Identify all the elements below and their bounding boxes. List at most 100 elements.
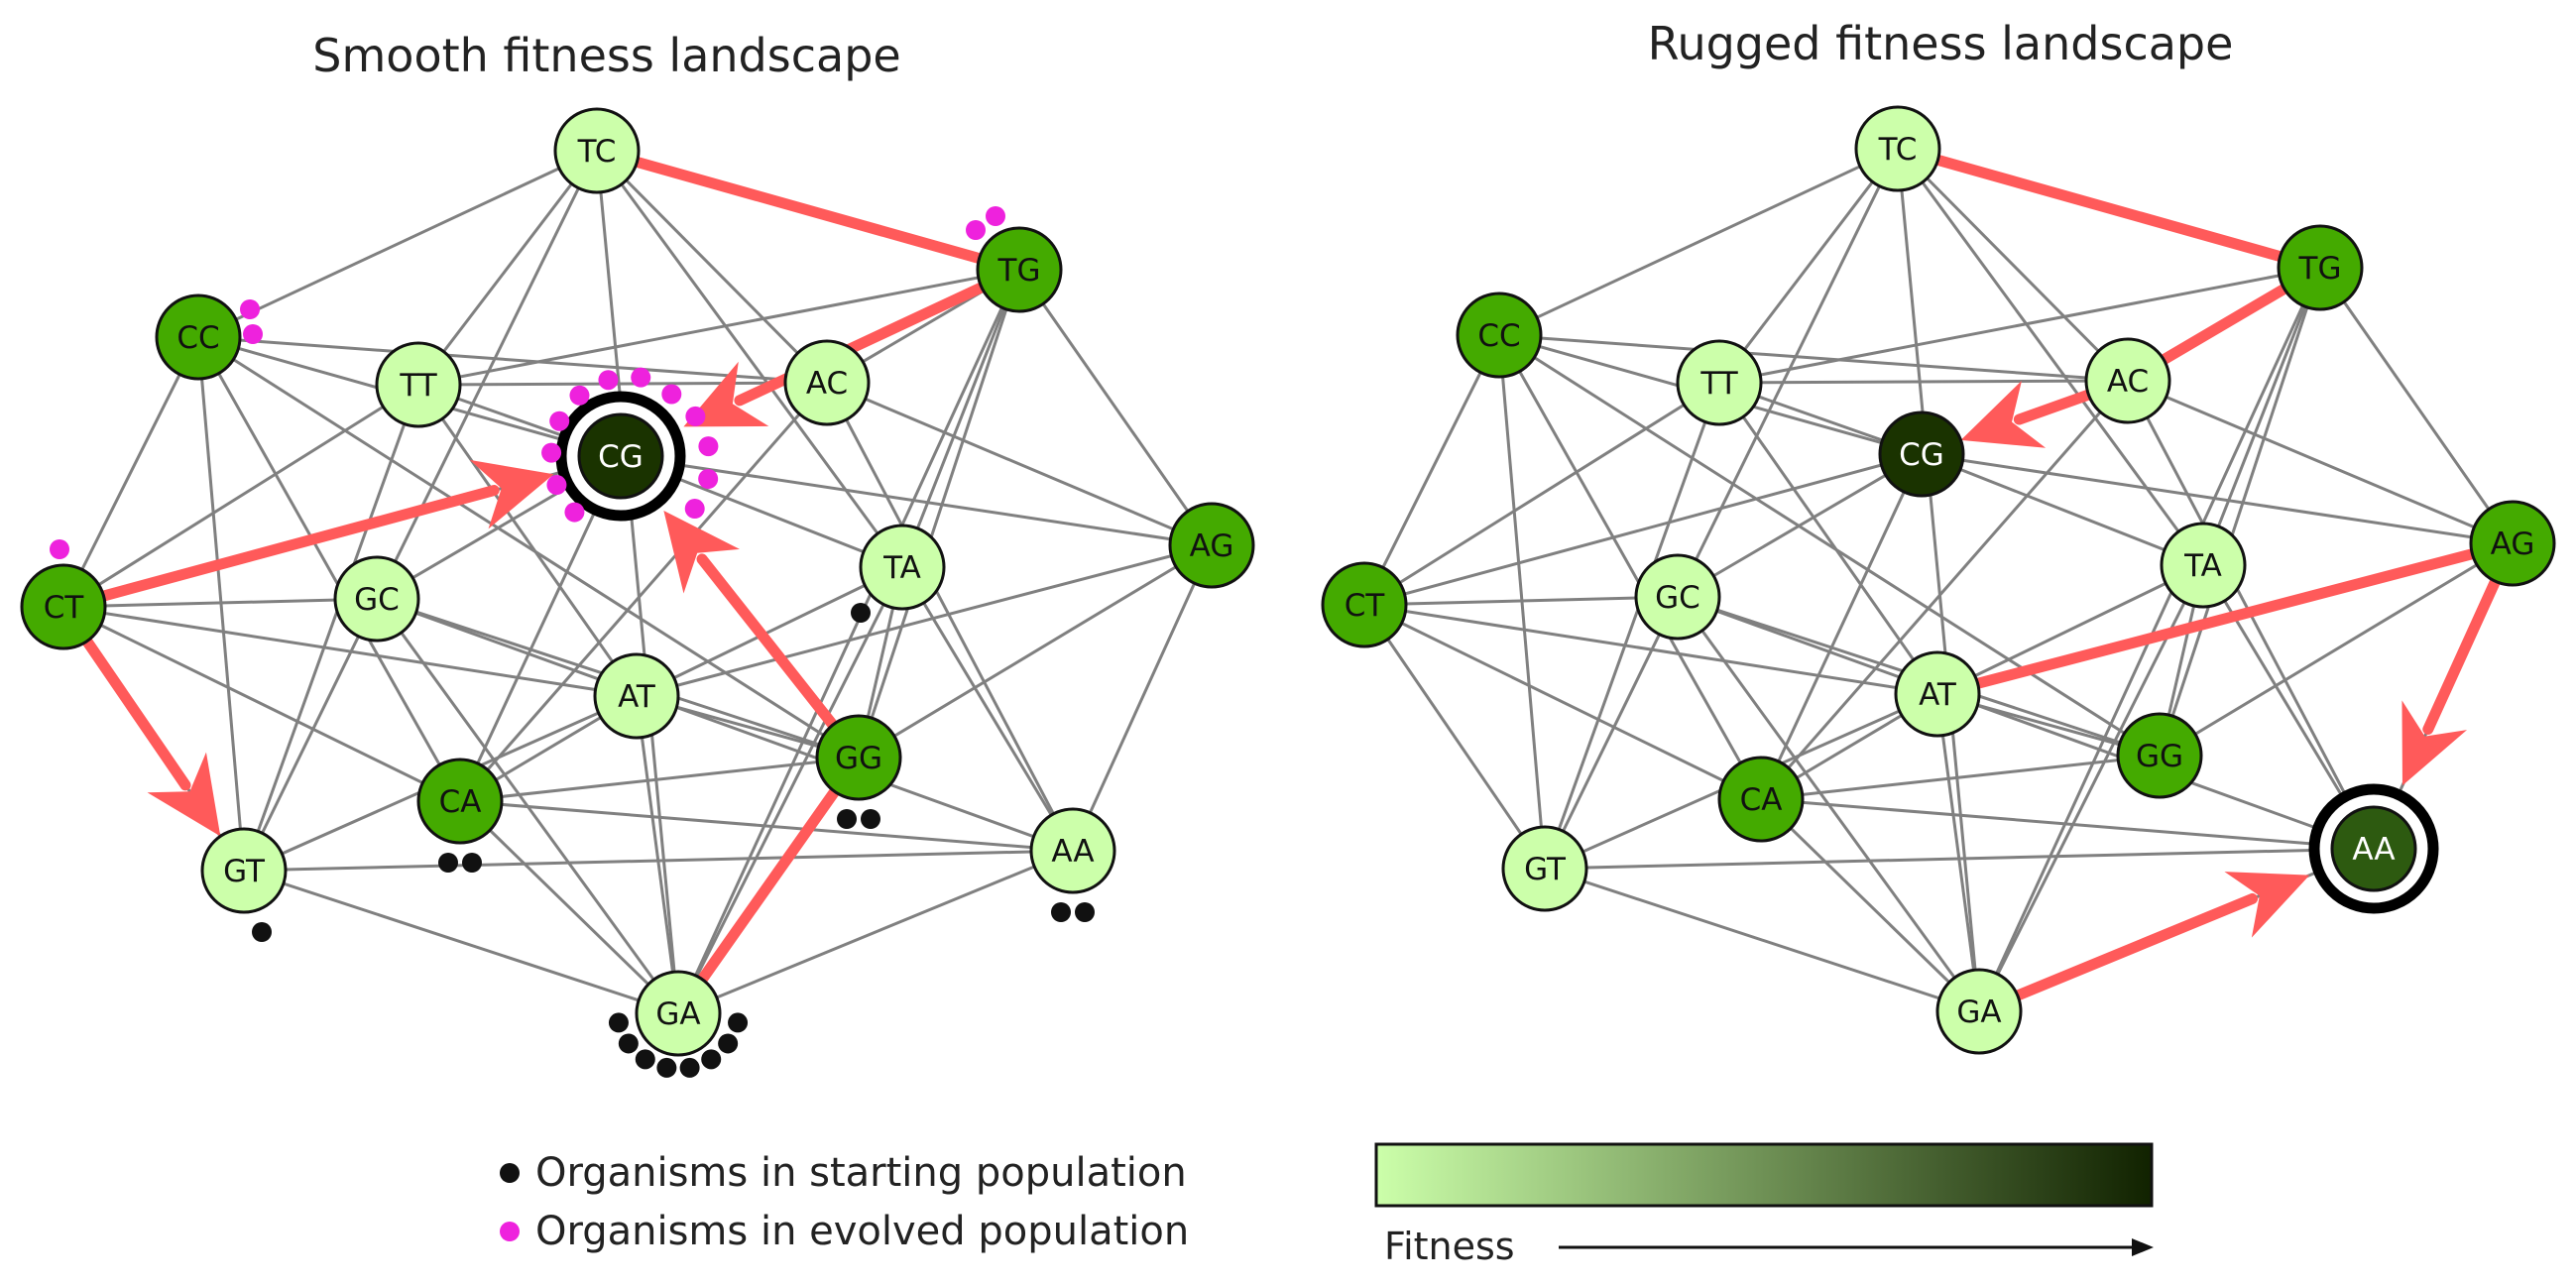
genotype-node-ac: [2084, 337, 2171, 424]
graph-edge: [1921, 452, 2204, 567]
organism-dot: [608, 1012, 629, 1033]
graph-edge: [636, 565, 903, 698]
organism-dot: [631, 367, 651, 388]
genotype-label: TG: [997, 253, 1041, 289]
genotype-node-cc: [1456, 292, 1543, 379]
graph-edge: [1759, 380, 2130, 800]
genotype-node-gg: [815, 714, 902, 801]
genotype-node-gc: [333, 555, 420, 643]
organism-dot: [1051, 902, 1071, 922]
genotype-label: CG: [1899, 437, 1944, 473]
graph-edge: [1677, 452, 1923, 599]
graph-edge: [1896, 148, 1981, 1012]
genotype-node-ta: [2160, 522, 2247, 609]
genotype-node-at: [1894, 650, 1981, 738]
organism-dot: [569, 385, 590, 406]
graph-edge: [243, 849, 1074, 873]
rugged-panel-title: Rugged fitness landscape: [1648, 17, 2234, 70]
mutation-path-arrowhead: [2401, 700, 2468, 786]
genotype-node-ca: [416, 758, 504, 845]
graph-edge: [416, 384, 639, 697]
organism-dot: [861, 809, 880, 829]
genotype-label: CT: [44, 590, 85, 626]
graph-edge: [1071, 544, 1214, 852]
graph-edge: [1677, 595, 2375, 851]
genotype-node-tg: [2277, 224, 2364, 311]
starting-population-marker: [500, 1163, 520, 1183]
graph-edge: [1921, 452, 2514, 545]
graph-edge: [2201, 267, 2322, 566]
organism-dot: [243, 324, 263, 344]
graph-edge: [459, 799, 1074, 853]
graph-edge: [458, 382, 829, 802]
genotype-node-ag: [2469, 500, 2556, 587]
graph-edge: [2127, 379, 2514, 545]
organism-dot: [252, 922, 272, 942]
graph-edge: [62, 605, 461, 803]
mutation-path-arrowhead: [1960, 380, 2047, 448]
graph-edge: [1936, 563, 2204, 696]
genotype-node-ct: [1321, 561, 1408, 648]
graph-edge: [635, 695, 680, 1014]
mutation-path-arrow: [734, 275, 1002, 407]
graph-edge: [1543, 382, 1721, 870]
genotype-node-ct: [20, 563, 107, 650]
graph-edge: [900, 269, 1021, 568]
mutation-path-arrow: [615, 152, 986, 265]
graph-edge: [1676, 148, 1900, 598]
graph-edge: [1717, 382, 1939, 695]
graph-edge: [61, 336, 200, 608]
organism-dot: [851, 603, 871, 623]
graph-edge: [636, 543, 1213, 698]
graph-edge: [2159, 541, 2514, 758]
genotype-node-cg: [577, 412, 664, 500]
genotype-node-ca: [1717, 756, 1805, 843]
graph-edge: [1896, 148, 2205, 566]
graph-edge: [1362, 604, 1547, 870]
graph-edge: [1718, 379, 2129, 385]
graph-edge: [676, 566, 904, 1014]
genotype-label: GG: [2136, 739, 2183, 774]
genotype-node-cg: [1878, 410, 1965, 498]
genotype-label: CA: [1740, 782, 1783, 818]
genotype-node-ag: [1168, 502, 1255, 589]
graph-edge: [417, 268, 1020, 387]
genotype-label: AT: [618, 679, 656, 715]
organism-dot: [728, 1012, 749, 1033]
organism-dot: [698, 436, 719, 457]
graph-edge: [1363, 381, 1720, 607]
organism-dot: [438, 853, 458, 873]
graph-edge: [595, 150, 904, 568]
fitness-colorbar: Fitness: [1374, 1142, 2154, 1268]
genotype-node-gg: [2116, 712, 2203, 799]
fitness-gradient-bar: [1374, 1142, 2154, 1208]
graph-edge: [595, 149, 829, 385]
fitness-arrowhead: [2132, 1238, 2154, 1256]
organism-dot: [718, 1033, 739, 1054]
genotype-node-at: [593, 652, 680, 740]
genotype-label: TC: [1878, 132, 1918, 168]
graph-edge: [858, 543, 1213, 760]
mutation-path-arrowhead: [2224, 872, 2310, 938]
graph-edge: [458, 799, 680, 1015]
genotype-node-tc: [1854, 105, 1941, 192]
graph-edge: [197, 149, 598, 339]
graph-edge: [825, 382, 1075, 852]
organism-dot: [564, 502, 585, 523]
organism-dot: [462, 853, 482, 873]
organism-dot: [684, 499, 705, 520]
population-legend: Organisms in starting population Organis…: [500, 1150, 1189, 1254]
graph-edge: [1362, 334, 1501, 606]
genotype-label: TC: [577, 134, 617, 170]
genotype-node-tc: [553, 107, 641, 194]
mutation-path-arrow: [1916, 150, 2286, 263]
organism-dot: [698, 469, 719, 490]
genotype-label: GA: [1956, 995, 2001, 1030]
graph-edge: [459, 756, 860, 803]
graph-edge: [1497, 334, 1763, 800]
graph-edge: [1498, 147, 1899, 337]
genotype-label: AT: [1919, 677, 1957, 713]
genotype-label: GT: [223, 854, 266, 889]
genotype-node-tt: [375, 341, 462, 428]
